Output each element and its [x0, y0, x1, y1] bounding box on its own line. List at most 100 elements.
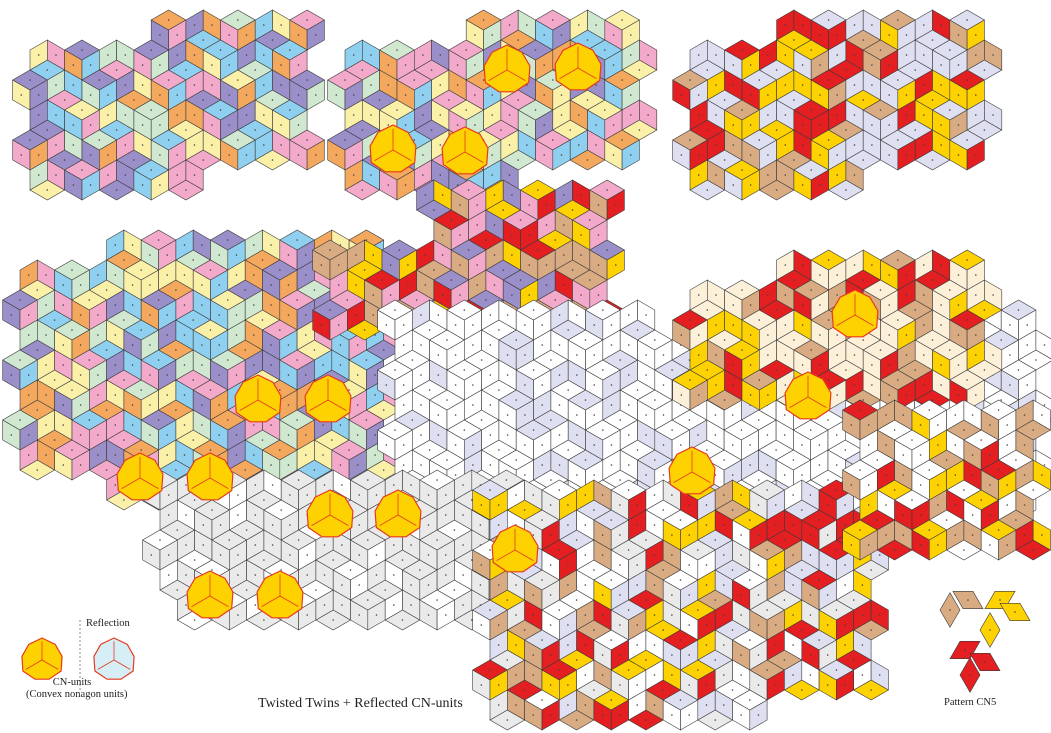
- tile-marker: [775, 309, 778, 311]
- tile-marker: [983, 309, 986, 311]
- tile-marker: [79, 434, 82, 436]
- tile-marker: [914, 309, 916, 311]
- tile-marker: [219, 109, 222, 111]
- tile-marker: [610, 579, 612, 581]
- tile-marker: [723, 524, 725, 526]
- tile-marker: [62, 404, 65, 406]
- tile-marker: [263, 54, 265, 56]
- tile-marker: [558, 374, 561, 376]
- tile-marker: [818, 579, 820, 581]
- tile-marker: [775, 369, 778, 371]
- tile-marker: [871, 264, 873, 266]
- tile-marker: [467, 249, 470, 251]
- tile-marker: [845, 189, 847, 191]
- tile-marker: [627, 549, 630, 551]
- tile-marker: [997, 529, 1000, 531]
- tile-marker: [732, 124, 735, 126]
- tile-marker: [228, 34, 230, 36]
- tile-marker: [305, 434, 307, 436]
- tile-marker: [731, 414, 734, 416]
- tile-marker: [166, 394, 168, 396]
- tile-marker: [567, 449, 569, 451]
- tile-marker: [124, 54, 127, 56]
- tile-marker: [827, 479, 829, 481]
- tile-marker: [784, 24, 787, 26]
- tile-marker: [757, 624, 760, 626]
- tile-marker: [541, 444, 543, 446]
- tile-marker: [757, 504, 760, 506]
- tile-marker: [1009, 384, 1011, 386]
- tile-marker: [963, 549, 965, 551]
- cn-units-label: CN-units (Convex nonagon units): [26, 677, 128, 701]
- tile-marker: [270, 284, 272, 286]
- tile-marker: [471, 619, 473, 621]
- tile-marker: [679, 579, 682, 581]
- tile-marker: [680, 154, 683, 156]
- tile-marker: [928, 529, 931, 531]
- tile-marker: [159, 184, 161, 186]
- tile-marker: [72, 144, 75, 146]
- tile-marker: [462, 604, 464, 606]
- tile-marker: [55, 174, 57, 176]
- tile-marker: [228, 124, 230, 126]
- tile-marker: [714, 539, 716, 541]
- tile-marker: [315, 589, 317, 591]
- tile-marker: [844, 584, 846, 586]
- tile-marker: [784, 174, 787, 176]
- tile-marker: [597, 204, 600, 206]
- tile-marker: [543, 124, 545, 126]
- tile-marker: [97, 374, 99, 376]
- tile-marker: [124, 84, 127, 86]
- tile-marker: [545, 284, 548, 286]
- tile-marker: [627, 669, 630, 671]
- tile-marker: [185, 129, 187, 131]
- tile-marker: [902, 454, 905, 456]
- tile-marker: [45, 454, 47, 456]
- tile-marker: [261, 439, 264, 441]
- cn-unit-spoke: [121, 477, 141, 489]
- tile-marker: [1026, 384, 1028, 386]
- tile-marker: [454, 384, 457, 386]
- tile-marker: [801, 364, 804, 366]
- tile-marker: [270, 364, 272, 366]
- tile-marker: [497, 644, 500, 646]
- tile-marker: [749, 639, 751, 641]
- tile-marker: [567, 704, 569, 706]
- tile-marker: [680, 334, 683, 336]
- tile-marker: [407, 284, 409, 286]
- tile-marker: [549, 714, 552, 716]
- tile-marker: [697, 434, 699, 436]
- tile-marker: [166, 374, 168, 376]
- tile-marker: [775, 684, 777, 686]
- tile-marker: [697, 609, 699, 611]
- tile-marker: [957, 334, 960, 336]
- tile-marker: [323, 604, 326, 606]
- tile-marker: [931, 99, 934, 101]
- tile-marker: [766, 669, 768, 671]
- tile-marker: [871, 64, 873, 66]
- tile-marker: [905, 154, 908, 156]
- tile-marker: [29, 79, 31, 81]
- tile-marker: [201, 304, 203, 306]
- cn-unit-spoke: [311, 514, 331, 526]
- tile-marker: [192, 439, 194, 441]
- tile-marker: [480, 504, 483, 506]
- tile-marker: [749, 444, 751, 446]
- tile-marker: [767, 154, 769, 156]
- tile-marker: [792, 674, 794, 676]
- tile-marker: [836, 34, 838, 36]
- tile-marker: [888, 304, 890, 306]
- tile-marker: [662, 689, 664, 691]
- tile-marker: [218, 314, 220, 316]
- tile-marker: [1035, 359, 1037, 361]
- tile-marker: [27, 334, 30, 336]
- tile-marker: [715, 144, 717, 146]
- tile-marker: [792, 554, 794, 556]
- tile-marker: [793, 159, 795, 161]
- tile-marker: [893, 429, 896, 431]
- tile-marker: [114, 454, 117, 456]
- tile-marker: [801, 24, 804, 26]
- tile-marker: [315, 94, 317, 96]
- tile-marker: [697, 154, 700, 156]
- tile-marker: [957, 394, 960, 396]
